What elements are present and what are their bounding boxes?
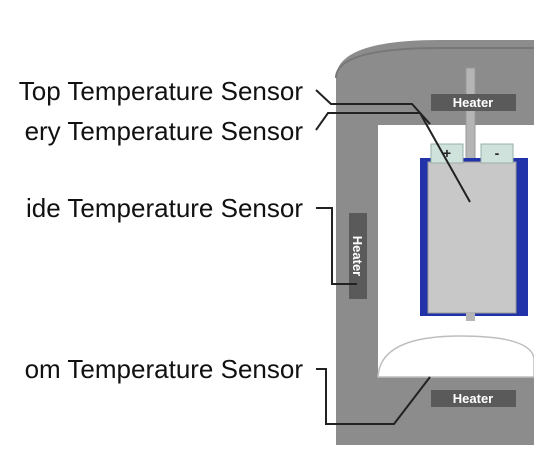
- heater-top-label: Heater: [453, 95, 493, 110]
- bottom-sensor-label: om Temperature Sensor: [25, 354, 304, 384]
- heater-bottom-label: Heater: [453, 391, 493, 406]
- battery-sensor-label: ery Temperature Sensor: [25, 116, 304, 146]
- heater-top: [431, 94, 516, 111]
- negative-terminal-label: -: [495, 145, 500, 161]
- battery-cell: [427, 161, 517, 314]
- bottom-support-dome: [377, 335, 534, 378]
- heater-side-label: Heater: [350, 236, 365, 276]
- heater-side: [349, 213, 367, 299]
- side-sensor-leader: [316, 207, 357, 285]
- side-sensor-label: ide Temperature Sensor: [26, 193, 303, 223]
- battery-tab: [466, 313, 475, 321]
- battery-sensor-leader: [315, 112, 471, 203]
- positive-terminal-label: +: [443, 145, 451, 161]
- bottom-sensor-leader: [316, 368, 431, 425]
- top-sensor-label: Top Temperature Sensor: [19, 76, 304, 106]
- probe-rod: [465, 67, 476, 169]
- negative-terminal: [480, 143, 514, 164]
- chamber-rim: [335, 47, 534, 79]
- heater-bottom: [431, 390, 516, 407]
